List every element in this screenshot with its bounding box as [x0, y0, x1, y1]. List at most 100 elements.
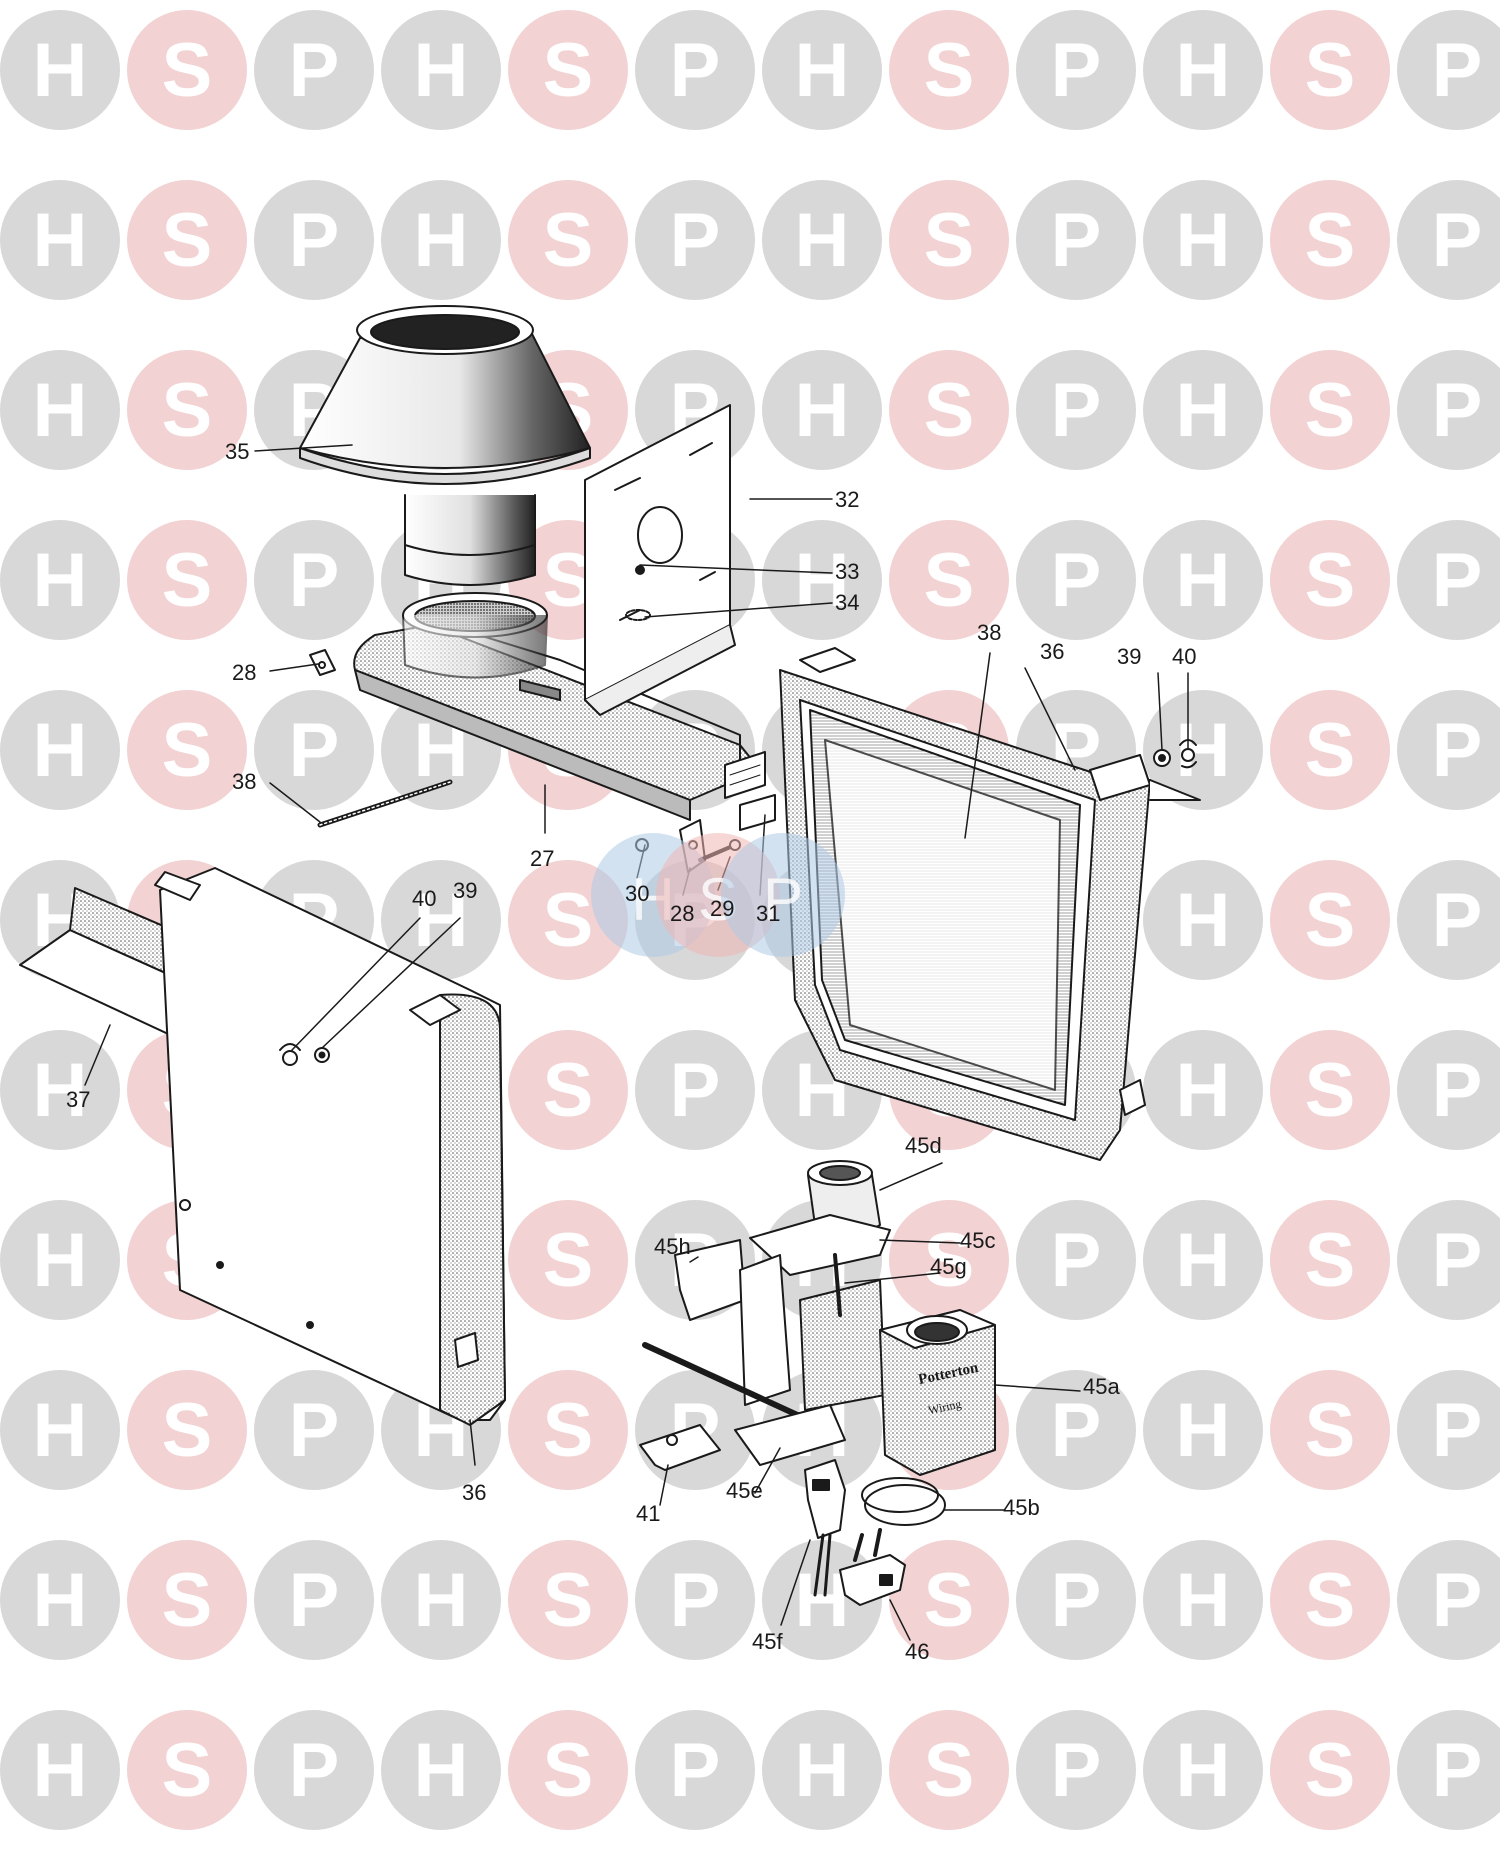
watermark-letter: S — [162, 28, 213, 113]
watermark-circle-s: S — [508, 1200, 628, 1320]
watermark-letter: H — [414, 878, 469, 963]
watermark-circle-h: H — [381, 1540, 501, 1660]
watermark-letter: H — [33, 708, 88, 793]
watermark-letter: H — [33, 1388, 88, 1473]
watermark-letter: H — [33, 1048, 88, 1133]
watermark-letter: H — [414, 28, 469, 113]
watermark-circle-p: P — [254, 180, 374, 300]
watermark-circle-s: S — [1270, 860, 1390, 980]
watermark-letter: S — [162, 538, 213, 623]
watermark-circle-h: H — [0, 1200, 120, 1320]
watermark-circle-h: H — [762, 180, 882, 300]
watermark-letter: P — [670, 1048, 721, 1133]
watermark-letter: H — [1176, 1388, 1231, 1473]
watermark-circle-s: S — [508, 10, 628, 130]
watermark-letter: P — [1432, 1048, 1483, 1133]
stud-rod-left — [317, 779, 453, 828]
watermark-letter: P — [670, 198, 721, 283]
part-label-38-left: 38 — [232, 769, 257, 794]
watermark-letter: P — [289, 198, 340, 283]
watermark-circle-h: H — [0, 1540, 120, 1660]
watermark-circle-s: S — [1270, 1370, 1390, 1490]
watermark-letter: P — [289, 1728, 340, 1813]
watermark-letter: S — [924, 1218, 975, 1303]
watermark-letter: H — [33, 1558, 88, 1643]
watermark-circle-p: P — [254, 1540, 374, 1660]
part-label-45f: 45f — [752, 1629, 783, 1654]
part-label-28-lower: 28 — [670, 901, 695, 926]
watermark-circle-p: P — [254, 1370, 374, 1490]
watermark-circle-p: P — [635, 1540, 755, 1660]
watermark-letter: P — [1432, 708, 1483, 793]
bracket-31 — [724, 751, 776, 831]
watermark-letter: S — [162, 1388, 213, 1473]
watermark-circle-p: P — [1397, 690, 1500, 810]
watermark-letter: S — [924, 198, 975, 283]
part-label-39-right: 39 — [1117, 644, 1142, 669]
watermark-circle-p: P — [1016, 1370, 1136, 1490]
watermark-circle-s: S — [1270, 520, 1390, 640]
watermark-letter: P — [289, 1388, 340, 1473]
watermark-letter: S — [162, 1728, 213, 1813]
watermark-letter: H — [33, 368, 88, 453]
watermark-letter: P — [1051, 1388, 1102, 1473]
watermark-letter: H — [33, 1218, 88, 1303]
watermark-circle-p: P — [1016, 350, 1136, 470]
watermark-letter: S — [924, 28, 975, 113]
watermark-letter: P — [1432, 1218, 1483, 1303]
watermark-circle-h: H — [762, 520, 882, 640]
watermark-circle-p: P — [1397, 1030, 1500, 1150]
watermark-circle-p: P — [635, 180, 755, 300]
watermark-letter: H — [795, 28, 850, 113]
watermark-circle-h: H — [1143, 1370, 1263, 1490]
watermark-circle-p: P — [254, 690, 374, 810]
watermark-circle-s: S — [1270, 1030, 1390, 1150]
watermark-circle-s: S — [127, 520, 247, 640]
watermark-letter: S — [1305, 1388, 1356, 1473]
watermark-circle-p: P — [1016, 1540, 1136, 1660]
casing-frame-right — [779, 647, 1201, 1161]
watermark-circle-s: S — [127, 1710, 247, 1830]
watermark-circle-p: P — [1397, 860, 1500, 980]
watermark-letter: S — [543, 878, 594, 963]
watermark-circle-s: S — [508, 180, 628, 300]
watermark-letter: S — [543, 198, 594, 283]
watermark-circle-s: S — [1270, 1200, 1390, 1320]
watermark-letter: H — [795, 1728, 850, 1813]
watermark-circle-p: P — [635, 10, 755, 130]
part-label-29: 29 — [710, 896, 735, 921]
control-valve-assembly — [639, 1160, 996, 1606]
watermark-letter: P — [1432, 198, 1483, 283]
part-label-41: 41 — [636, 1501, 661, 1526]
watermark-letter: H — [1176, 198, 1231, 283]
watermark-letter: H — [33, 538, 88, 623]
part-label-34: 34 — [835, 590, 860, 615]
watermark-circle-p: P — [1397, 180, 1500, 300]
watermark-letter: P — [1432, 368, 1483, 453]
watermark-letter: S — [162, 708, 213, 793]
watermark-circle-h: H — [1143, 1710, 1263, 1830]
part-label-45d: 45d — [905, 1133, 942, 1158]
watermark-circle-p: P — [1397, 1540, 1500, 1660]
wing-nut-40-left — [279, 1043, 301, 1066]
part-label-39-left: 39 — [453, 878, 478, 903]
watermark-letter: S — [924, 368, 975, 453]
watermark-letter: P — [1051, 368, 1102, 453]
watermark-letter: H — [414, 198, 469, 283]
watermark-circle-s: S — [508, 1030, 628, 1150]
watermark-letter: H — [414, 1558, 469, 1643]
part-label-31: 31 — [756, 901, 781, 926]
watermark-letter: S — [162, 368, 213, 453]
watermark-circle-s: S — [127, 690, 247, 810]
watermark-circle-s: S — [127, 180, 247, 300]
part-label-45b: 45b — [1003, 1495, 1040, 1520]
watermark-letter: S — [1305, 28, 1356, 113]
watermark-letter: S — [543, 1048, 594, 1133]
part-label-35: 35 — [225, 439, 250, 464]
watermark-letter: P — [670, 1558, 721, 1643]
watermark-circle-s: S — [1270, 1540, 1390, 1660]
watermark-letter: S — [1305, 1728, 1356, 1813]
part-label-32: 32 — [835, 487, 860, 512]
part-label-45h: 45h — [654, 1234, 691, 1259]
watermark-letter: H — [1176, 28, 1231, 113]
